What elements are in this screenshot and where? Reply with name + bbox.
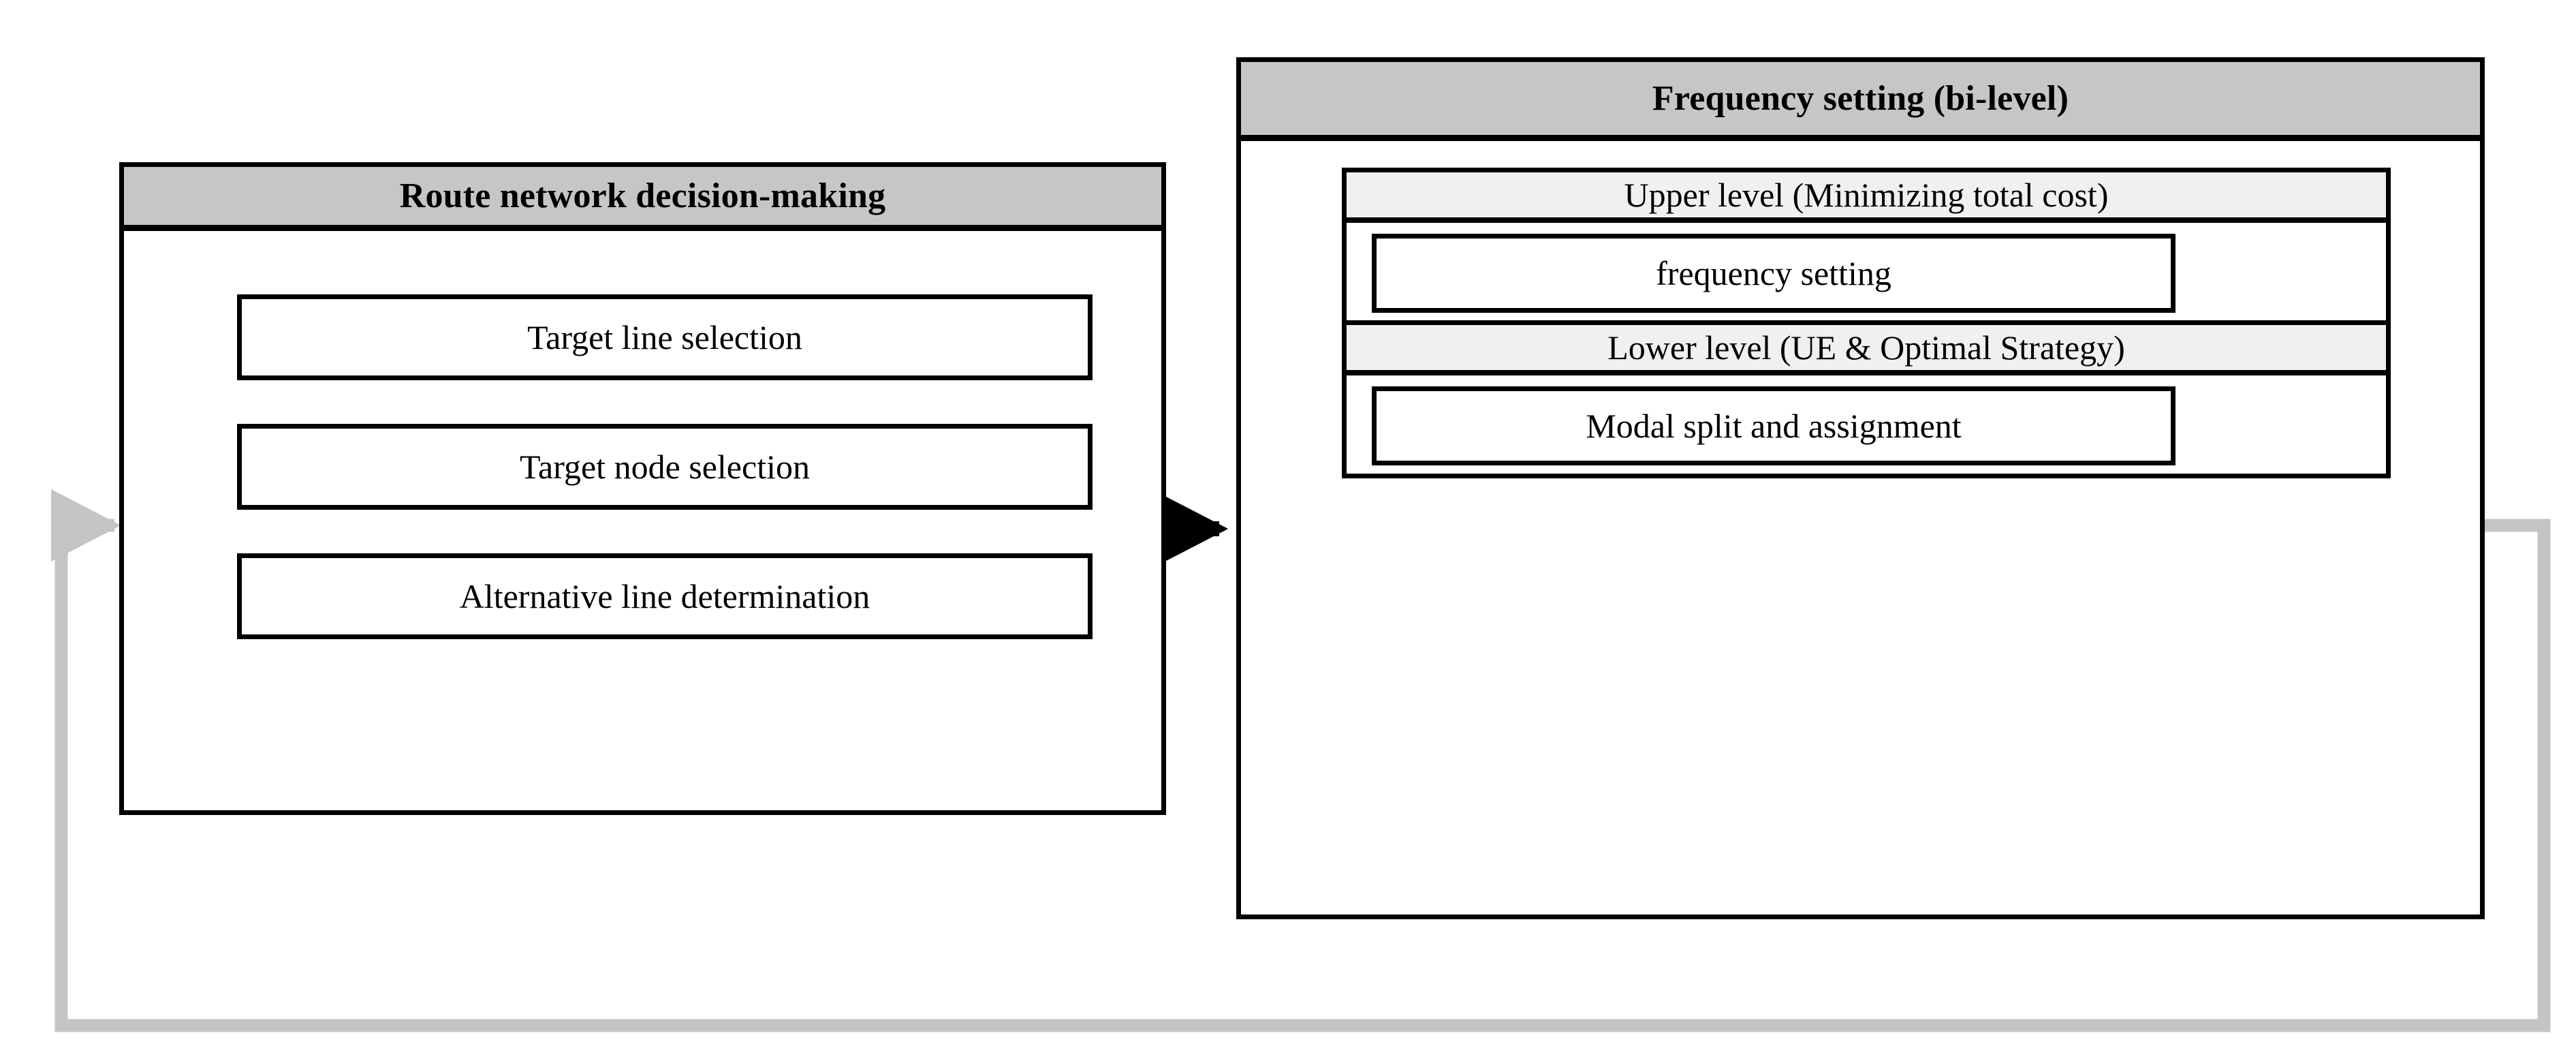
outer-feedback-loop [50, 489, 2551, 1032]
route-network-panel: Route network decision-making Target lin… [119, 162, 1166, 815]
upper-level-body: frequency setting [1347, 223, 2386, 321]
frequency-setting-panel-title: Frequency setting (bi-level) [1241, 62, 2480, 141]
step-box-target-node-selection[interactable]: Target node selection [237, 424, 1093, 510]
step-box-alternative-line-determination[interactable]: Alternative line determination [237, 553, 1093, 639]
lower-level-group: Lower level (UE & Optimal Strategy) Moda… [1342, 320, 2391, 478]
lower-level-body: Modal split and assignment [1347, 375, 2386, 474]
step-box-target-line-selection[interactable]: Target line selection [237, 294, 1093, 380]
frequency-setting-box[interactable]: frequency setting [1372, 234, 2176, 313]
modal-split-and-assignment-box[interactable]: Modal split and assignment [1372, 386, 2176, 465]
lower-level-title: Lower level (UE & Optimal Strategy) [1347, 325, 2386, 375]
upper-level-title: Upper level (Minimizing total cost) [1347, 172, 2386, 223]
route-network-panel-body: Target line selection Target node select… [124, 231, 1161, 808]
route-network-panel-title: Route network decision-making [124, 167, 1161, 231]
frequency-setting-panel: Frequency setting (bi-level) Upper level… [1236, 57, 2485, 919]
upper-level-group: Upper level (Minimizing total cost) freq… [1342, 168, 2391, 326]
frequency-setting-panel-body: Upper level (Minimizing total cost) freq… [1241, 141, 2480, 914]
